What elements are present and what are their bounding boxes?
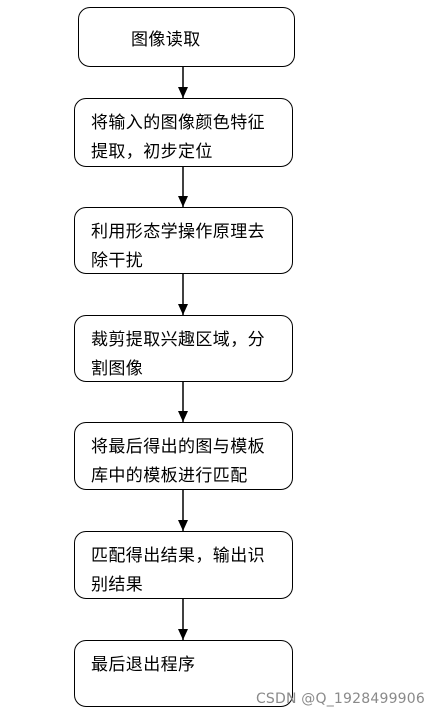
step-box-1: 图像读取: [78, 7, 295, 67]
step-box-3: 利用形态学操作原理去除干扰: [74, 207, 293, 274]
watermark-text: CSDN @Q_1928499906: [255, 691, 425, 707]
step-text-4: 裁剪提取兴趣区域，分割图像: [91, 330, 265, 379]
arrow-1-head: [178, 87, 188, 98]
step-text-2: 将输入的图像颜色特征提取，初步定位: [91, 113, 265, 162]
step-box-2: 将输入的图像颜色特征提取，初步定位: [74, 98, 293, 167]
arrow-2-head: [178, 196, 188, 207]
step-text-7: 最后退出程序: [91, 655, 196, 675]
step-text-1: 图像读取: [131, 30, 201, 50]
step-text-3: 利用形态学操作原理去除干扰: [91, 222, 265, 271]
step-text-6: 匹配得出结果，输出识别结果: [91, 546, 265, 595]
step-box-4: 裁剪提取兴趣区域，分割图像: [74, 315, 293, 382]
arrow-5-head: [178, 520, 188, 531]
step-box-6: 匹配得出结果，输出识别结果: [74, 531, 293, 599]
step-text-5: 将最后得出的图与模板库中的模板进行匹配: [91, 437, 265, 486]
arrow-6-head: [178, 629, 188, 640]
arrow-4-head: [178, 411, 188, 422]
arrow-3-head: [178, 304, 188, 315]
step-box-7: 最后退出程序: [74, 640, 293, 707]
step-box-5: 将最后得出的图与模板库中的模板进行匹配: [74, 422, 293, 490]
